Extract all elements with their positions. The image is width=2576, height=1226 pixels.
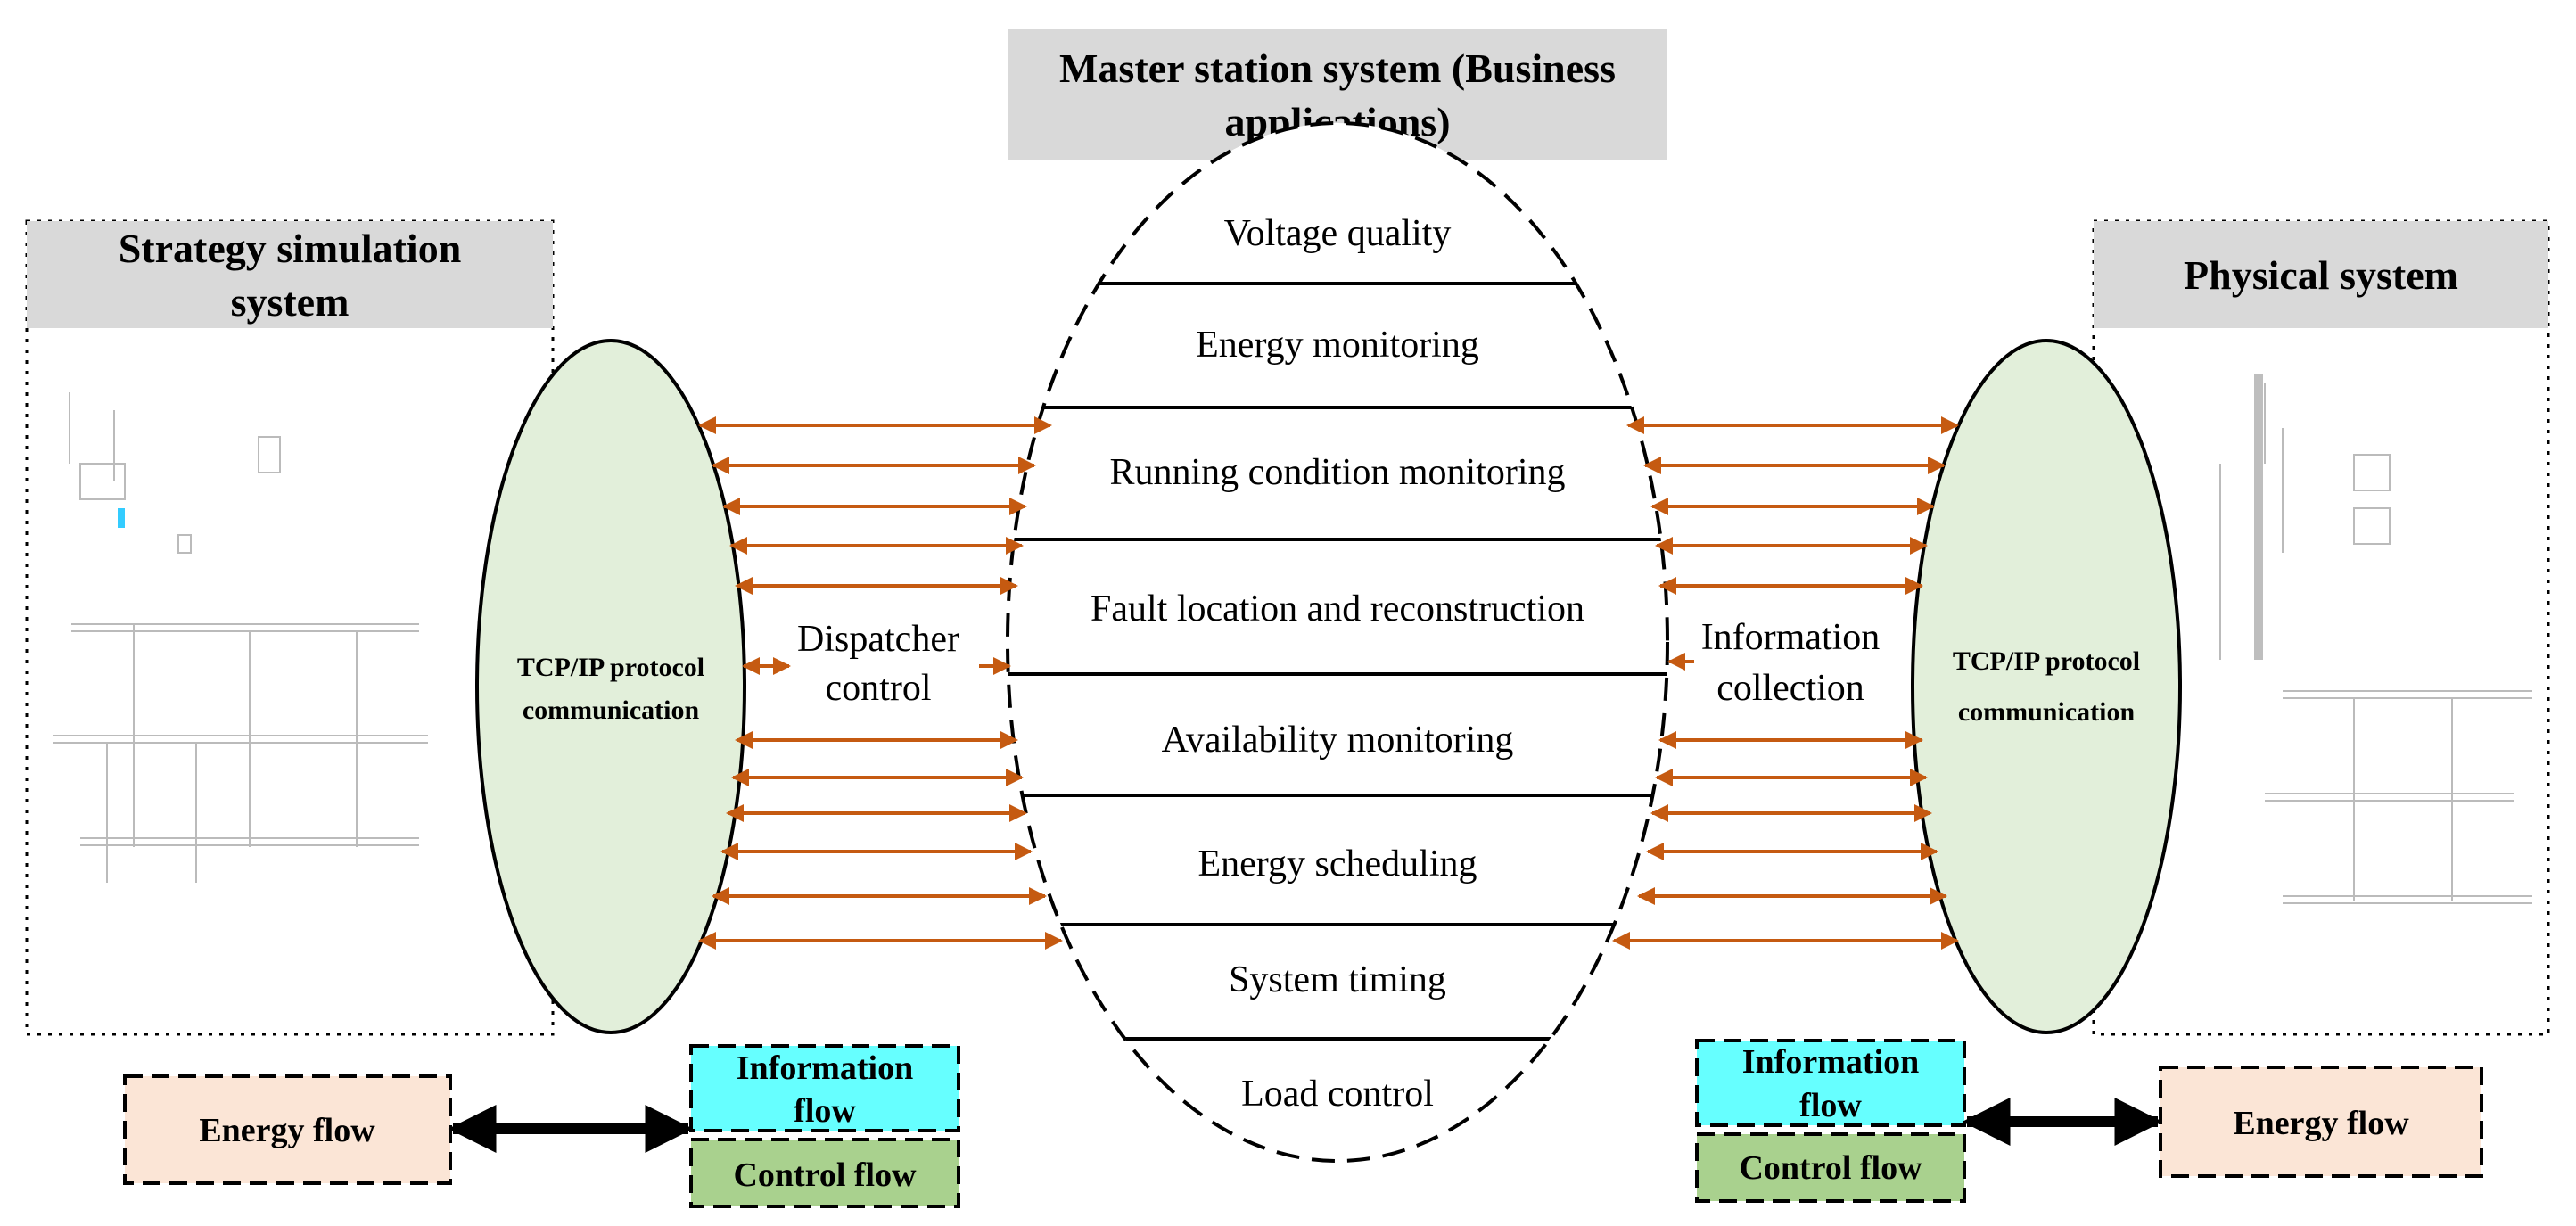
right-schematic-image [2219,383,2532,904]
left-tcp-label-line2: communication [523,695,700,725]
master-station-oval [1006,121,1669,1163]
left-legend-energy-label: Energy flow [199,1112,375,1149]
right-tcp-label-line1: TCP/IP protocol [1953,646,2140,676]
master-station-title-line1: Master station system (Business [1059,45,1616,91]
physical-system-title: Physical system [2184,252,2458,298]
section-load-control: Load control [1241,1074,1434,1115]
master-section-dividers [1008,282,1667,1041]
section-energy-scheduling: Energy scheduling [1198,843,1477,885]
information-collection-label-line1: Information [1701,617,1881,658]
right-legend-energy-flow [2159,1066,2483,1178]
right-schematic-bar [2254,374,2263,660]
strategy-simulation-panel [25,219,555,1036]
section-fault-location: Fault location and reconstruction [1090,588,1584,629]
dispatcher-control-label-line1: Dispatcher [797,619,959,660]
right-legend-info-label-line1: Information [1742,1043,1919,1081]
right-legend-info-label-line2: flow [1799,1087,1862,1124]
right-legend-energy-label: Energy flow [2233,1105,2409,1142]
strategy-simulation-title-line1: Strategy simulation [119,226,462,271]
left-legend-info-label-line2: flow [794,1092,856,1130]
strategy-simulation-header [27,221,553,328]
left-legend-control-flow [689,1138,960,1208]
right-tcp-node [1911,339,2182,1034]
section-voltage-quality: Voltage quality [1224,213,1452,254]
strategy-simulation-title-line2: system [231,279,350,325]
section-availability-monitoring: Availability monitoring [1162,720,1514,761]
left-legend-control-label: Control flow [733,1156,917,1194]
left-legend-information-flow [689,1044,960,1132]
left-schematic-marker [118,508,125,528]
right-legend-information-flow [1695,1039,1966,1127]
dispatcher-control-label-line2: control [826,668,932,709]
information-collection-label-line2: collection [1716,668,1864,709]
left-schematic-image [53,392,428,883]
left-tcp-label-line1: TCP/IP protocol [517,653,704,682]
physical-system-header [2094,221,2548,328]
section-system-timing: System timing [1229,959,1446,1000]
section-energy-monitoring: Energy monitoring [1196,325,1479,366]
right-link-arrows [1612,416,1959,950]
right-legend-control-flow [1695,1132,1966,1203]
left-legend-info-label-line1: Information [737,1049,913,1087]
left-legend-energy-flow [123,1074,452,1185]
left-tcp-node [475,339,746,1034]
left-link-arrows [698,416,1063,950]
section-running-condition-monitoring: Running condition monitoring [1110,452,1566,493]
right-legend-control-label: Control flow [1739,1149,1922,1187]
right-tcp-label-line2: communication [1958,697,2136,727]
